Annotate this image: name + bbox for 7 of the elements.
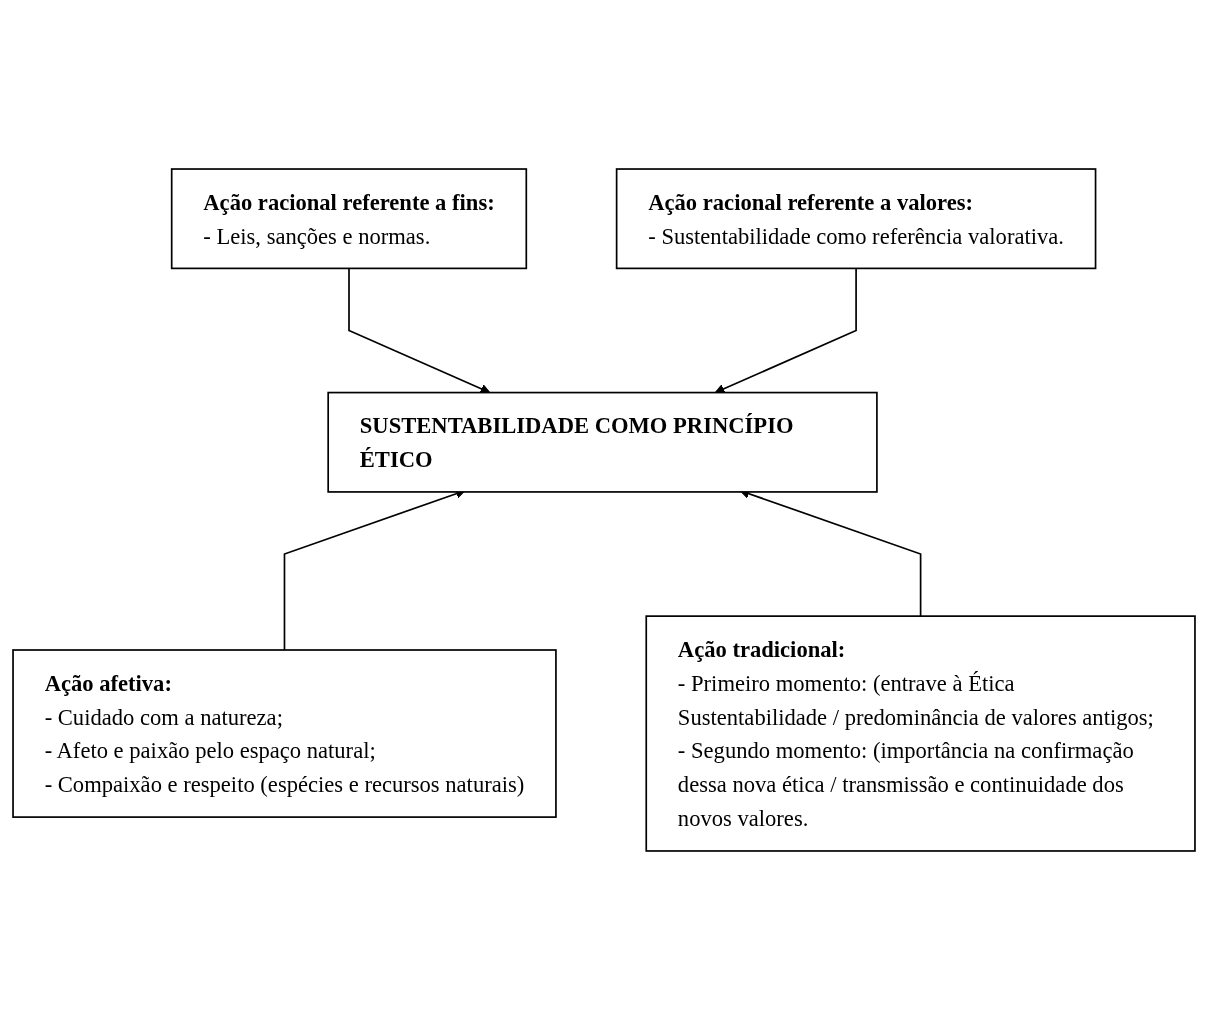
arrow [714,267,857,393]
arrow [348,267,491,393]
node-box: Ação afetiva: - Cuidado com a natureza; - Afeto e paixão pelo espaço natural; - Compaixão e respeito (espécies e recursos naturais) [12,648,557,818]
node-box: SUSTENTABILIDADE COMO PRINCÍPIO ÉTICO [327,391,878,493]
node-box: Ação racional referente a fins: - Leis, sanções e normas. [170,167,528,269]
node-box: Ação racional referente a valores: - Sustentabilidade como referência valorativa. [615,167,1097,269]
node-box: Ação tradicional: - Primeiro momento: (entrave à Ética Sustentabilidade / predominância de valores antigos; - Segundo momento: (importância na confirmação dessa nova ética / transmissão e continuidade dos novos valores. [645,614,1196,852]
